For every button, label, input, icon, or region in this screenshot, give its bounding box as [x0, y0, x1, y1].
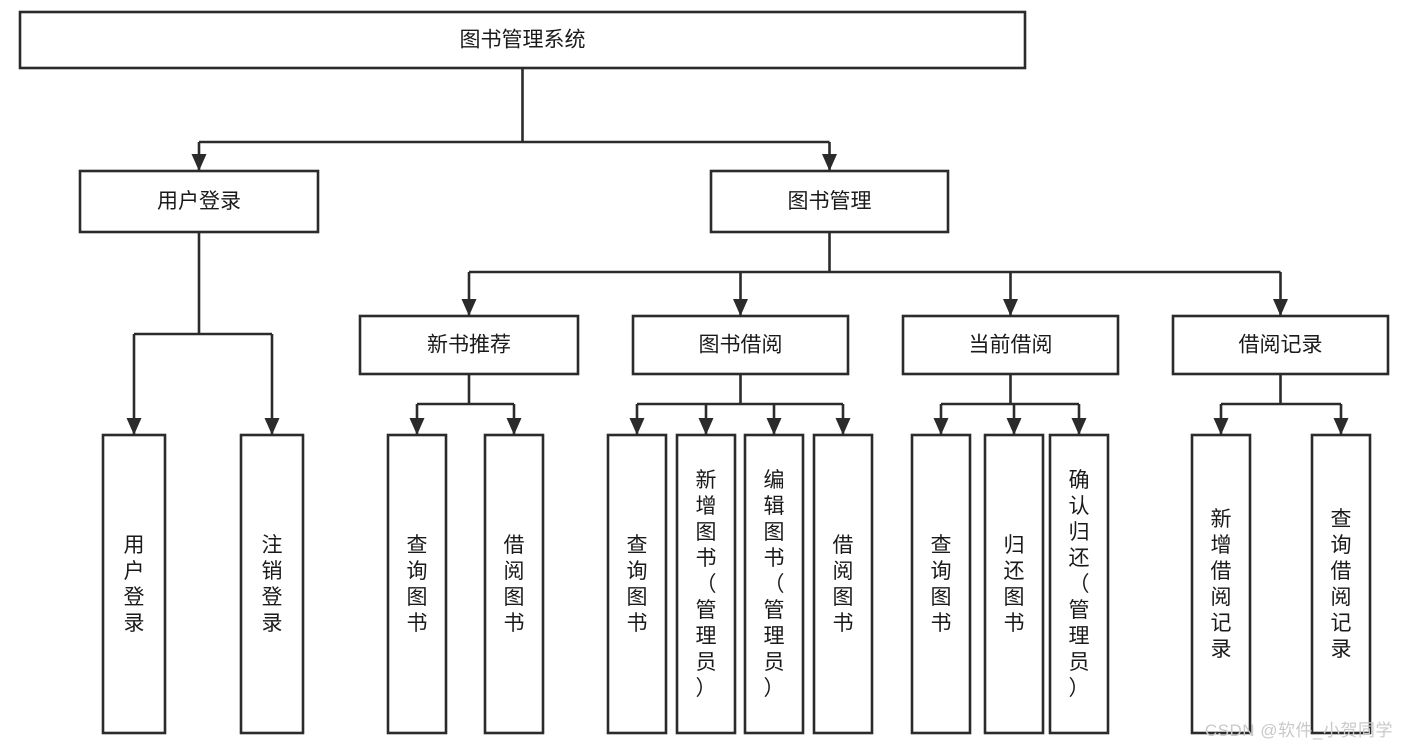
node-leaf-user-logout[interactable]: 注销登录: [239, 433, 305, 735]
arrow-head-icon: [1003, 299, 1018, 316]
node-box[interactable]: [18, 10, 1027, 70]
node-label: 新增图书（管理员）: [696, 469, 717, 700]
node-box[interactable]: [631, 314, 850, 376]
node-box[interactable]: [709, 169, 950, 234]
node-box[interactable]: [483, 433, 545, 735]
arrow-head-icon: [409, 418, 425, 435]
arrow-head-icon: [461, 299, 477, 316]
connector-layer: [126, 68, 1349, 435]
arrow-head-icon: [766, 418, 782, 435]
node-label: 借阅图书: [833, 534, 854, 635]
node-label: 图书管理: [788, 190, 872, 213]
arrow-head-icon: [264, 418, 280, 435]
node-box[interactable]: [1190, 433, 1252, 735]
node-box[interactable]: [101, 433, 167, 735]
arrow-head-icon: [191, 154, 207, 171]
arrow-head-icon: [835, 418, 851, 435]
node-label: 查询借阅记录: [1331, 508, 1352, 661]
node-new-book-rec[interactable]: 新书推荐: [358, 314, 580, 376]
node-label: 用户登录: [124, 534, 145, 635]
arrow-head-icon: [629, 418, 645, 435]
arrow-head-icon: [506, 418, 522, 435]
arrow-head-icon: [1213, 418, 1229, 435]
node-box[interactable]: [812, 433, 874, 735]
node-leaf-query-book-current[interactable]: 查询图书: [910, 433, 972, 735]
node-leaf-query-book-rec[interactable]: 查询图书: [386, 433, 448, 735]
node-leaf-return-book[interactable]: 归还图书: [983, 433, 1045, 735]
node-leaf-query-record[interactable]: 查询借阅记录: [1310, 433, 1372, 735]
node-label: 查询图书: [627, 534, 648, 635]
arrow-head-icon: [1273, 299, 1288, 316]
node-label: 确认归还（管理员）: [1069, 469, 1090, 700]
node-box[interactable]: [743, 433, 805, 735]
node-label: 查询图书: [407, 534, 428, 635]
node-label: 归还图书: [1004, 534, 1025, 635]
node-box[interactable]: [606, 433, 668, 735]
node-box[interactable]: [78, 169, 320, 234]
node-book-manage[interactable]: 图书管理: [709, 169, 950, 234]
node-label: 注销登录: [262, 534, 283, 635]
node-box[interactable]: [675, 433, 737, 735]
node-borrow-record[interactable]: 借阅记录: [1171, 314, 1390, 376]
node-box[interactable]: [1310, 433, 1372, 735]
node-label: 新增借阅记录: [1211, 508, 1232, 661]
node-label: 新书推荐: [427, 334, 511, 357]
arrow-head-icon: [1333, 418, 1349, 435]
node-label: 借阅图书: [504, 534, 525, 635]
node-root[interactable]: 图书管理系统: [18, 10, 1027, 70]
node-label: 图书管理系统: [460, 29, 586, 52]
arrow-head-icon: [698, 418, 714, 435]
node-box[interactable]: [910, 433, 972, 735]
node-book-borrow[interactable]: 图书借阅: [631, 314, 850, 376]
arrow-head-icon: [933, 418, 949, 435]
node-box[interactable]: [358, 314, 580, 376]
node-box[interactable]: [386, 433, 448, 735]
node-label: 借阅记录: [1239, 334, 1323, 357]
node-label: 用户登录: [157, 190, 241, 213]
arrow-head-icon: [733, 299, 748, 316]
node-label: 图书借阅: [699, 334, 783, 357]
node-leaf-user-login[interactable]: 用户登录: [101, 433, 167, 735]
node-leaf-query-book-borrow[interactable]: 查询图书: [606, 433, 668, 735]
node-current-borrow[interactable]: 当前借阅: [901, 314, 1120, 376]
arrow-head-icon: [822, 154, 837, 171]
node-leaf-edit-book[interactable]: 编辑图书（管理员）: [743, 433, 805, 735]
node-box[interactable]: [983, 433, 1045, 735]
node-box[interactable]: [901, 314, 1120, 376]
node-box[interactable]: [1048, 433, 1110, 735]
node-leaf-confirm-return[interactable]: 确认归还（管理员）: [1048, 433, 1110, 735]
node-layer: 图书管理系统用户登录图书管理新书推荐图书借阅当前借阅借阅记录用户登录注销登录查询…: [18, 10, 1390, 735]
arrow-head-icon: [1071, 418, 1087, 435]
node-label: 当前借阅: [969, 334, 1053, 357]
node-box[interactable]: [1171, 314, 1390, 376]
node-label: 编辑图书（管理员）: [764, 469, 785, 700]
node-leaf-add-book[interactable]: 新增图书（管理员）: [675, 433, 737, 735]
arrow-head-icon: [126, 418, 142, 435]
watermark-label: CSDN @软件_小贺同学: [1204, 721, 1393, 740]
node-leaf-add-record[interactable]: 新增借阅记录: [1190, 433, 1252, 735]
arrow-head-icon: [1006, 418, 1022, 435]
node-label: 查询图书: [931, 534, 952, 635]
node-user-login[interactable]: 用户登录: [78, 169, 320, 234]
node-box[interactable]: [239, 433, 305, 735]
node-leaf-borrow-book[interactable]: 借阅图书: [812, 433, 874, 735]
node-leaf-borrow-book-rec[interactable]: 借阅图书: [483, 433, 545, 735]
